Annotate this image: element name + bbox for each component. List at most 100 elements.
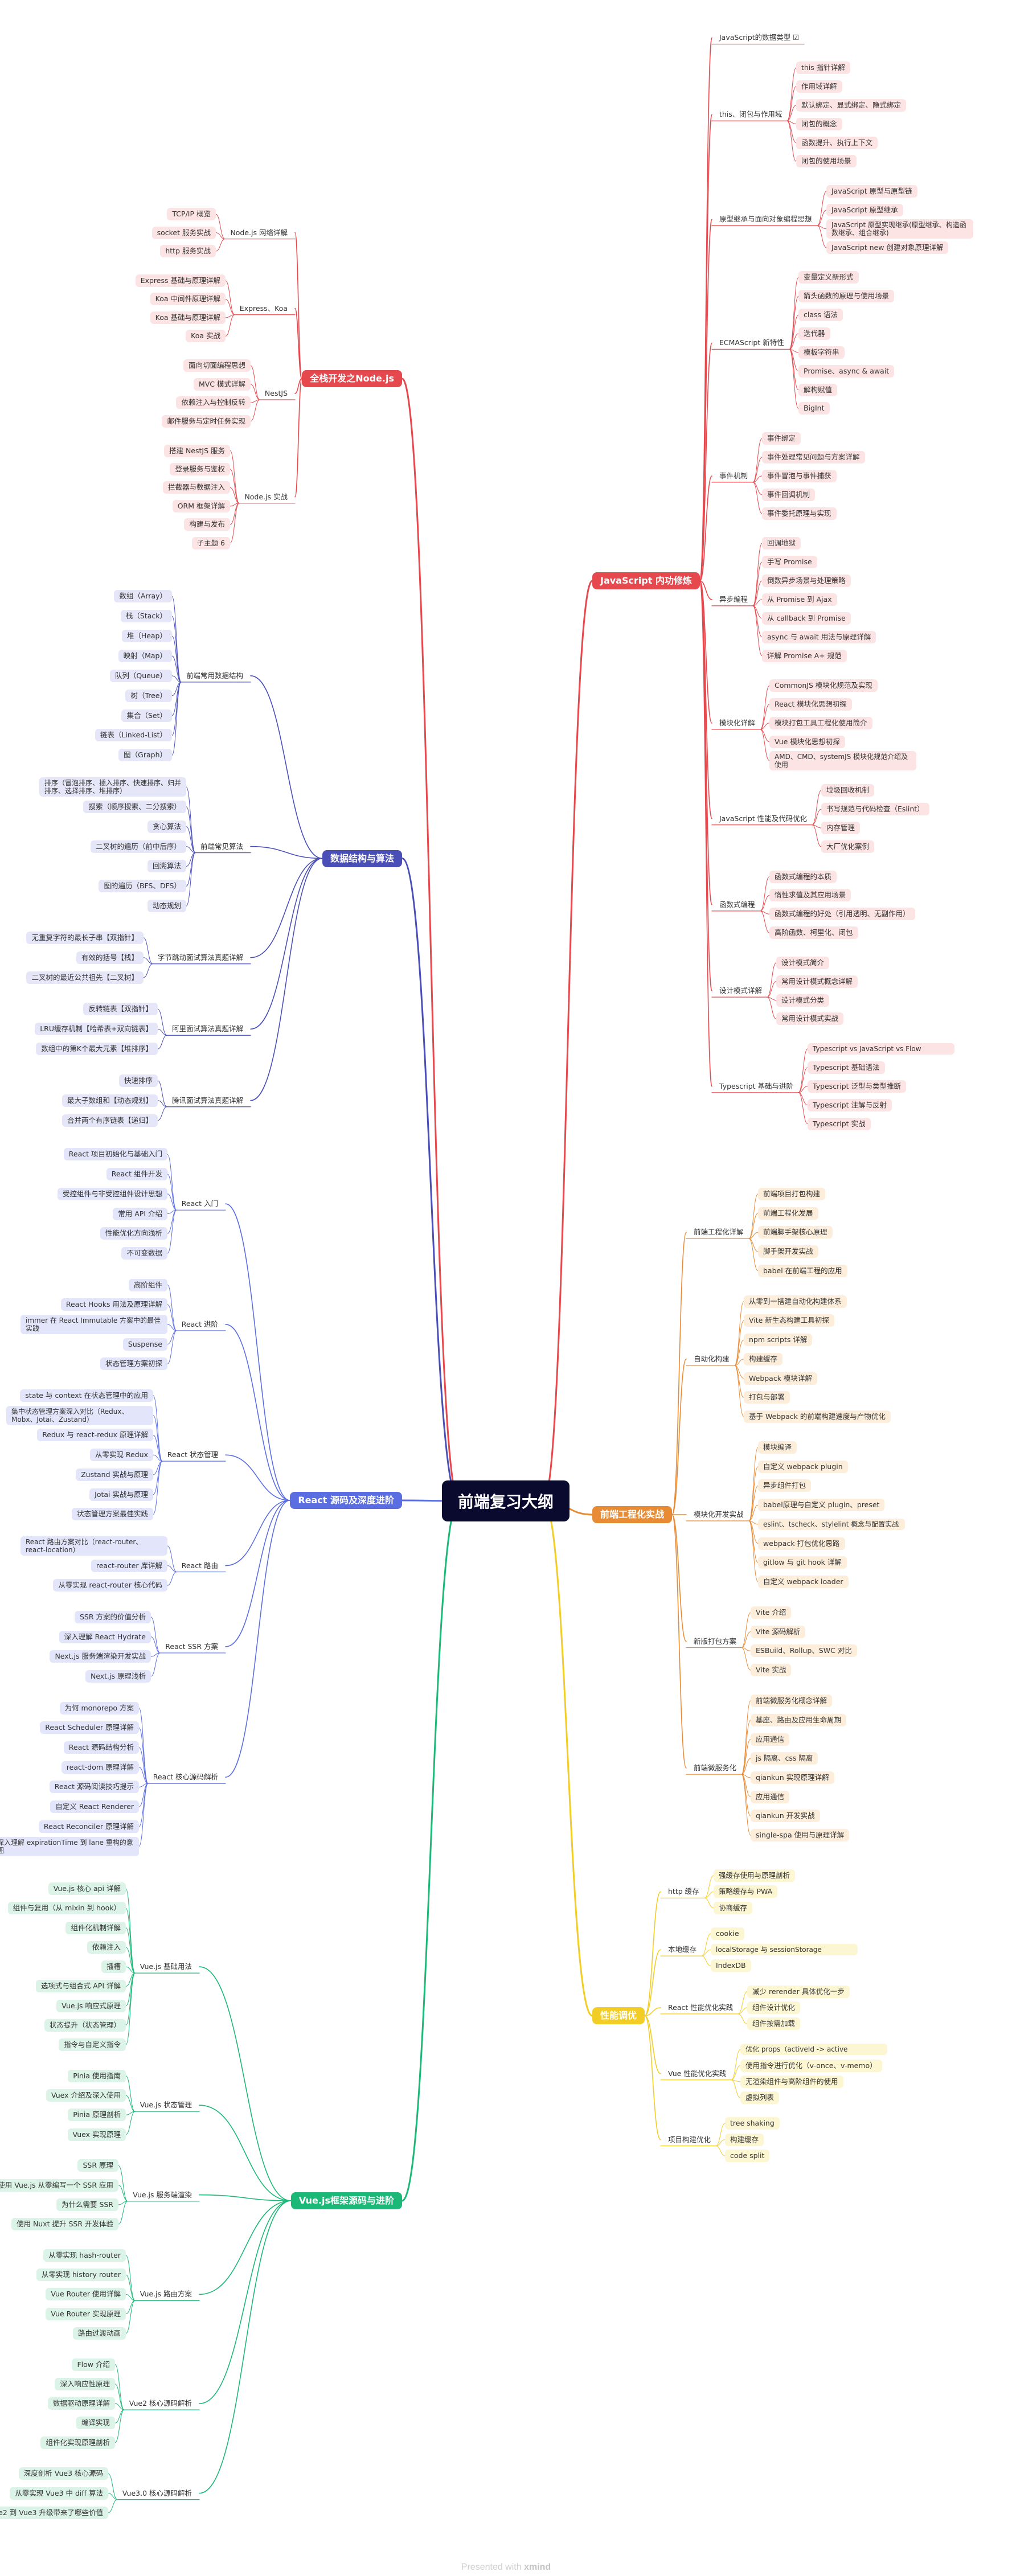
subtopic-6-4-3[interactable]: 编译实现 [76, 2417, 115, 2430]
subtopic-0-8-0[interactable]: 函数式编程的本质 [769, 870, 837, 883]
subtopic-0-4-4[interactable]: 事件委托原理与实现 [762, 507, 837, 520]
subtopic-4-0-0[interactable]: 数组（Array） [114, 590, 172, 603]
subtopic-0-8-1[interactable]: 惰性求值及其应用场景 [769, 889, 851, 902]
subtopic-0-10-4[interactable]: Typescript 实战 [808, 1117, 871, 1130]
topic-0-6[interactable]: 模块化详解 [719, 718, 755, 727]
subtopic-6-4-2[interactable]: 数据驱动原理详解 [47, 2397, 115, 2410]
subtopic-1-1-2[interactable]: npm scripts 详解 [744, 1334, 813, 1347]
subtopic-5-4-1[interactable]: 深入理解 React Hydrate [59, 1630, 151, 1643]
topic-3-0[interactable]: Node.js 网络详解 [230, 228, 288, 237]
subtopic-4-0-3[interactable]: 映射（Map） [118, 649, 172, 662]
subtopic-0-1-4[interactable]: 函数提升、执行上下文 [796, 136, 878, 149]
subtopic-3-2-0[interactable]: 面向切面编程思想 [183, 359, 251, 372]
subtopic-6-3-0[interactable]: 从零实现 hash-router [43, 2249, 126, 2262]
topic-2-1[interactable]: 本地缓存 [668, 1945, 697, 1954]
subtopic-5-2-3[interactable]: 从零实现 Redux [89, 1449, 153, 1462]
subtopic-1-4-6[interactable]: qiankun 开发实战 [751, 1810, 820, 1823]
subtopic-3-0-1[interactable]: socket 服务实战 [151, 226, 216, 239]
topic-5-2[interactable]: React 状态管理 [167, 1450, 218, 1459]
subtopic-1-0-4[interactable]: babel 在前端工程的应用 [758, 1264, 847, 1277]
subtopic-4-0-2[interactable]: 堆（Heap） [121, 630, 172, 643]
subtopic-5-5-6[interactable]: React Reconciler 原理详解 [38, 1820, 139, 1833]
subtopic-5-2-5[interactable]: Jotai 实战与原理 [89, 1488, 153, 1501]
subtopic-4-1-6[interactable]: 动态规划 [147, 900, 186, 913]
subtopic-3-1-2[interactable]: Koa 基础与原理详解 [150, 311, 226, 324]
subtopic-2-4-2[interactable]: code split [725, 2149, 770, 2162]
subtopic-4-2-1[interactable]: 有效的括号【栈】 [76, 951, 144, 964]
subtopic-5-5-2[interactable]: React 源码结构分析 [63, 1741, 139, 1754]
subtopic-1-2-4[interactable]: eslint、tscheck、stylelint 概念与配置实战 [758, 1518, 905, 1530]
subtopic-0-7-0[interactable]: 垃圾回收机制 [821, 784, 875, 797]
subtopic-6-0-8[interactable]: 指令与自定义指令 [58, 2038, 126, 2052]
subtopic-4-1-0[interactable]: 排序（冒泡排序、插入排序、快速排序、归并排序、选择排序、堆排序） [39, 777, 186, 797]
topic-1-1[interactable]: 自动化构建 [694, 1354, 730, 1363]
subtopic-0-5-2[interactable]: 倒数异步场景与处理策略 [762, 575, 851, 587]
subtopic-0-5-0[interactable]: 回调地狱 [762, 537, 801, 550]
subtopic-5-5-0[interactable]: 为何 monorepo 方案 [59, 1701, 139, 1714]
subtopic-2-3-3[interactable]: 虚拟列表 [740, 2091, 780, 2105]
topic-0-1[interactable]: this、闭包与作用域 [719, 110, 782, 119]
subtopic-1-0-3[interactable]: 脚手架开发实战 [758, 1245, 818, 1258]
subtopic-3-3-3[interactable]: ORM 框架详解 [172, 499, 230, 512]
topic-0-8[interactable]: 函数式编程 [719, 900, 755, 909]
subtopic-3-3-0[interactable]: 搭建 NestJS 服务 [163, 444, 230, 457]
subtopic-0-3-4[interactable]: 模板字符串 [798, 346, 845, 359]
subtopic-0-1-5[interactable]: 闭包的使用场景 [796, 155, 857, 168]
subtopic-6-2-1[interactable]: 使用 Vue.js 从零编写一个 SSR 应用 [0, 2179, 118, 2192]
topic-0-9[interactable]: 设计模式详解 [719, 986, 763, 995]
subtopic-6-2-3[interactable]: 使用 Nuxt 提升 SSR 开发体验 [11, 2218, 118, 2231]
topic-1-0[interactable]: 前端工程化详解 [694, 1228, 744, 1237]
topic-5-4[interactable]: React SSR 方案 [165, 1642, 218, 1651]
subtopic-0-5-3[interactable]: 从 Promise 到 Ajax [762, 593, 837, 606]
subtopic-6-2-2[interactable]: 为什么需要 SSR [56, 2198, 118, 2211]
topic-6-5[interactable]: Vue3.0 核心源码解析 [122, 2488, 192, 2497]
topic-0-10[interactable]: Typescript 基础与进阶 [719, 1081, 794, 1090]
branch-6-title[interactable]: Vue.js框架源码与进阶 [290, 2192, 402, 2209]
subtopic-1-4-7[interactable]: single-spa 使用与原理详解 [751, 1829, 850, 1842]
subtopic-1-4-1[interactable]: 基座、路由及应用生命周期 [751, 1713, 847, 1726]
subtopic-6-0-4[interactable]: 插槽 [101, 1960, 126, 1974]
topic-5-1[interactable]: React 进阶 [181, 1319, 218, 1328]
topic-4-2[interactable]: 字节跳动面试算法真题详解 [157, 953, 243, 962]
subtopic-1-3-1[interactable]: Vite 源码解析 [751, 1625, 806, 1638]
subtopic-0-5-4[interactable]: 从 callback 到 Promise [762, 612, 851, 625]
subtopic-6-0-1[interactable]: 组件与复用（从 mixin 到 hook） [7, 1902, 126, 1915]
subtopic-2-0-1[interactable]: 策略缓存与 PWA [714, 1885, 778, 1898]
subtopic-5-5-3[interactable]: react-dom 原理详解 [61, 1761, 139, 1774]
topic-6-4[interactable]: Vue2 核心源码解析 [129, 2399, 192, 2408]
subtopic-0-10-0[interactable]: Typescript vs JavaScript vs Flow [808, 1043, 954, 1055]
subtopic-1-2-6[interactable]: gitlow 与 git hook 详解 [758, 1556, 847, 1569]
subtopic-6-0-2[interactable]: 组件化机制详解 [65, 1921, 126, 1934]
subtopic-6-0-0[interactable]: Vue.js 核心 api 详解 [48, 1882, 126, 1896]
topic-6-3[interactable]: Vue.js 路由方案 [140, 2290, 192, 2299]
subtopic-2-0-2[interactable]: 协商缓存 [714, 1901, 753, 1914]
topic-2-3[interactable]: Vue 性能优化实践 [668, 2069, 727, 2078]
topic-4-0[interactable]: 前端常用数据结构 [186, 671, 243, 680]
subtopic-3-2-3[interactable]: 邮件服务与定时任务实现 [162, 415, 251, 428]
subtopic-4-2-2[interactable]: 二叉树的最近公共祖先【二叉树】 [26, 971, 144, 984]
subtopic-1-3-3[interactable]: Vite 实战 [751, 1664, 792, 1677]
subtopic-1-1-3[interactable]: 构建缓存 [744, 1352, 783, 1365]
subtopic-6-3-3[interactable]: Vue Router 实现原理 [46, 2307, 126, 2320]
subtopic-0-6-0[interactable]: CommonJS 模块化规范及实现 [769, 679, 878, 692]
branch-4-title[interactable]: 数据结构与算法 [322, 850, 402, 867]
topic-0-3[interactable]: ECMAScript 新特性 [719, 338, 784, 347]
subtopic-1-2-7[interactable]: 自定义 webpack loader [758, 1576, 849, 1589]
subtopic-1-0-2[interactable]: 前端脚手架核心原理 [758, 1226, 833, 1239]
subtopic-5-5-1[interactable]: React Scheduler 原理详解 [40, 1721, 139, 1734]
subtopic-5-3-0[interactable]: React 路由方案对比（react-router、react-location… [21, 1536, 167, 1556]
subtopic-3-0-2[interactable]: http 服务实战 [160, 245, 216, 258]
subtopic-5-0-1[interactable]: React 组件开发 [106, 1168, 167, 1181]
subtopic-2-2-2[interactable]: 组件按需加载 [747, 2017, 801, 2031]
subtopic-1-1-5[interactable]: 打包与部署 [744, 1391, 790, 1404]
subtopic-5-2-4[interactable]: Zustand 实战与原理 [76, 1468, 153, 1481]
branch-5-title[interactable]: React 源码及深度进阶 [290, 1492, 402, 1509]
subtopic-2-4-1[interactable]: 构建缓存 [725, 2133, 764, 2146]
subtopic-6-1-1[interactable]: Vuex 介绍及深入使用 [46, 2089, 126, 2102]
subtopic-1-3-0[interactable]: Vite 介绍 [751, 1606, 792, 1619]
topic-3-2[interactable]: NestJS [264, 388, 288, 397]
subtopic-4-2-0[interactable]: 无重复字符的最长子串【双指针】 [26, 931, 144, 944]
subtopic-4-1-5[interactable]: 图的遍历（BFS、DFS） [99, 880, 186, 893]
subtopic-1-4-2[interactable]: 应用通信 [751, 1733, 790, 1746]
branch-0-title[interactable]: JavaScript 内功修炼 [592, 572, 700, 589]
